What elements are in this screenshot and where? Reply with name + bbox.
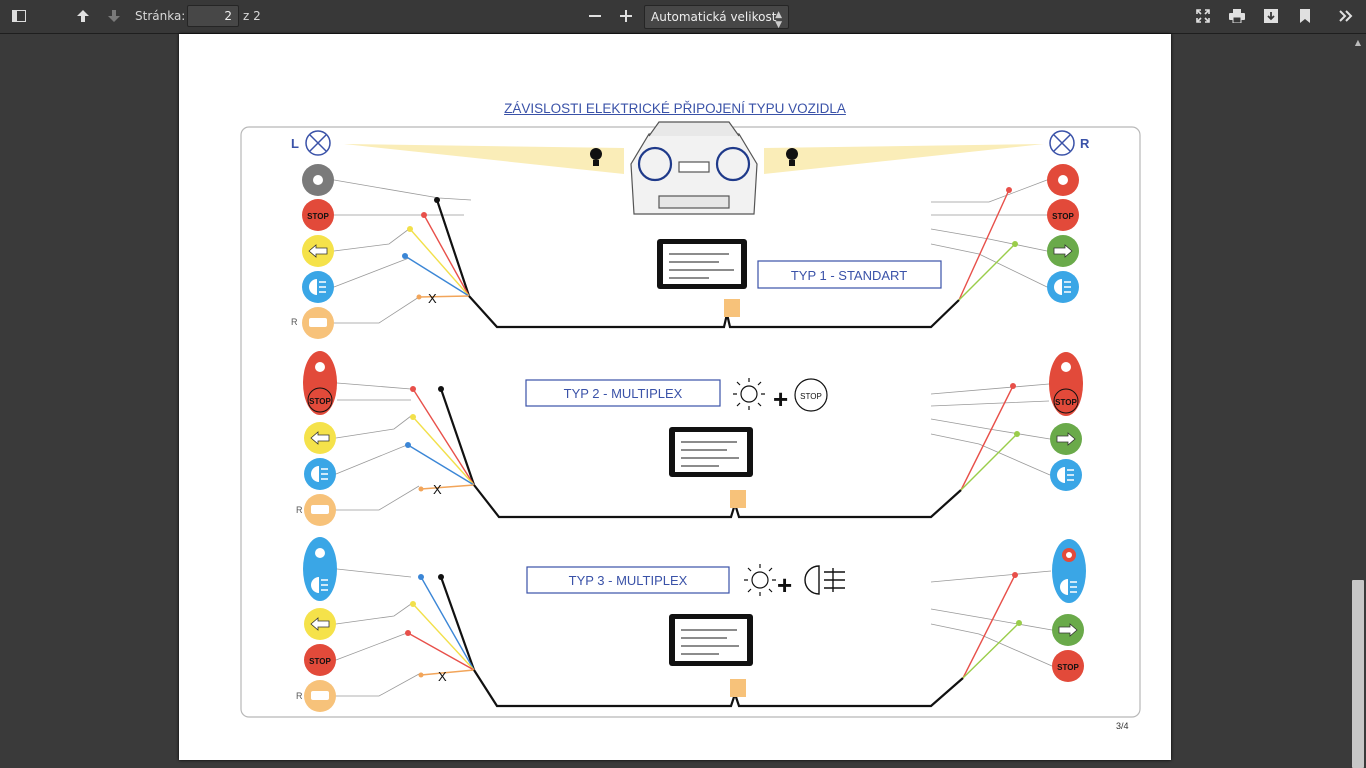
print-icon[interactable] (1224, 4, 1250, 28)
reverse-light-icon (304, 494, 336, 526)
combined-position-fog-right-icon (1052, 539, 1086, 603)
fog-light-right-icon (1050, 459, 1082, 491)
turn-right-icon (1047, 235, 1079, 267)
turn-left-icon (304, 422, 336, 454)
control-module-icon (669, 614, 753, 666)
bookmark-icon[interactable] (1292, 4, 1318, 28)
light-red-position-icon (1047, 164, 1079, 196)
sidebar-toggle-icon[interactable] (6, 4, 32, 28)
double-chevron-right-icon[interactable] (1333, 4, 1359, 28)
document-title: ZÁVISLOSTI ELEKTRICKÉ PŘIPOJENÍ TYPU VOZ… (504, 101, 846, 116)
type-1-label: TYP 1 - STANDART (791, 268, 907, 283)
page-number-footer: 3/4 (1116, 721, 1129, 731)
zoom-value: Automatická velikost (651, 10, 777, 24)
type-3-label: TYP 3 - MULTIPLEX (569, 573, 688, 588)
pdf-page: ZÁVISLOSTI ELEKTRICKÉ PŘIPOJENÍ TYPU VOZ… (179, 34, 1171, 760)
stop-light-icon: STOP (304, 644, 336, 676)
stop-label: STOP (307, 212, 329, 221)
combined-position-stop-right-icon: STOP (1049, 352, 1083, 416)
reverse-marker: R (291, 317, 298, 327)
minus-icon[interactable] (582, 4, 608, 28)
combined-position-stop-icon: STOP (303, 351, 337, 415)
stop-label: STOP (1057, 663, 1079, 672)
stop-label: STOP (1052, 212, 1074, 221)
control-module-icon (669, 427, 753, 477)
plus-sign: + (773, 384, 788, 414)
turn-right-icon (1052, 614, 1084, 646)
type-2-label-box (525, 379, 721, 407)
vertical-scrollbar[interactable]: ▲ (1350, 34, 1366, 768)
stop-label: STOP (309, 397, 331, 406)
fog-light-icon (304, 458, 336, 490)
stop-light-right-icon: STOP (1052, 650, 1084, 682)
turn-right-icon (1050, 423, 1082, 455)
download-icon[interactable] (1258, 4, 1284, 28)
sun-light-icon (733, 378, 765, 410)
arrow-up-icon[interactable] (70, 4, 96, 28)
turn-left-icon (302, 235, 334, 267)
bulb-indicator-left-icon (305, 130, 331, 156)
arrow-down-icon[interactable] (101, 4, 127, 28)
document-viewer[interactable]: ZÁVISLOSTI ELEKTRICKÉ PŘIPOJENÍ TYPU VOZ… (0, 34, 1366, 768)
page-label: Stránka: (135, 9, 186, 23)
connector-icon (724, 299, 740, 317)
wiring-diagram: L R STOP (240, 121, 1141, 718)
turn-left-icon (304, 608, 336, 640)
connector-icon (730, 490, 746, 508)
control-module-icon (657, 239, 747, 289)
stop-light-right-icon: STOP (1047, 199, 1079, 231)
stop-label: STOP (309, 657, 331, 666)
left-side-marker: L (291, 136, 299, 151)
type-2-label: TYP 2 - MULTIPLEX (564, 386, 683, 401)
plus-sign: + (777, 570, 792, 600)
reverse-light-icon (304, 680, 336, 712)
section-1: STOP R X TYP 1 - STANDART (291, 164, 1079, 339)
type-3-label-box (526, 566, 730, 594)
fog-light-right-icon (1047, 271, 1079, 303)
sun-light-icon (744, 564, 776, 596)
right-side-marker: R (1080, 136, 1090, 151)
stop-label: STOP (1055, 398, 1077, 407)
scroll-up-icon[interactable]: ▲ (1354, 37, 1362, 47)
combined-position-fog-icon (303, 537, 337, 601)
fullscreen-icon[interactable] (1190, 4, 1216, 28)
type-1-label-box (757, 260, 942, 289)
page-count: z 2 (243, 9, 261, 23)
zoom-select[interactable]: Automatická velikost ▲▼ (644, 5, 789, 30)
page-number-value: 2 (224, 9, 232, 23)
section-3: STOP R X TYP 3 - MULTIPLEX + (296, 537, 1086, 712)
bulb-indicator-right-icon (1049, 130, 1075, 156)
reverse-marker: R (296, 691, 303, 701)
light-beam-right (764, 144, 1044, 174)
reverse-marker: R (296, 505, 303, 515)
stop-light-icon: STOP (302, 199, 334, 231)
unused-mark: X (433, 482, 442, 497)
reverse-light-icon (302, 307, 334, 339)
select-arrows-icon: ▲▼ (775, 10, 782, 30)
fog-light-outline-icon (804, 565, 845, 595)
bulb-left-icon (590, 148, 602, 166)
light-grey-position-icon (302, 164, 334, 196)
scrollbar-thumb[interactable] (1352, 580, 1364, 768)
car-rear-icon (630, 121, 758, 215)
unused-mark: X (438, 669, 447, 684)
light-beam-left (344, 144, 624, 174)
stop-label: STOP (800, 392, 822, 401)
stop-circle-icon: STOP (794, 378, 828, 412)
fog-light-icon (302, 271, 334, 303)
unused-mark: X (428, 291, 437, 306)
section-2: STOP R X TYP 2 - MULTIPLEX + STOP (296, 351, 1083, 526)
bulb-right-icon (786, 148, 798, 166)
page-number-input[interactable]: 2 (187, 5, 239, 27)
connector-icon (730, 679, 746, 697)
plus-icon[interactable] (613, 4, 639, 28)
pdf-toolbar: Stránka: 2 z 2 Automatická velikost ▲▼ (0, 0, 1366, 34)
